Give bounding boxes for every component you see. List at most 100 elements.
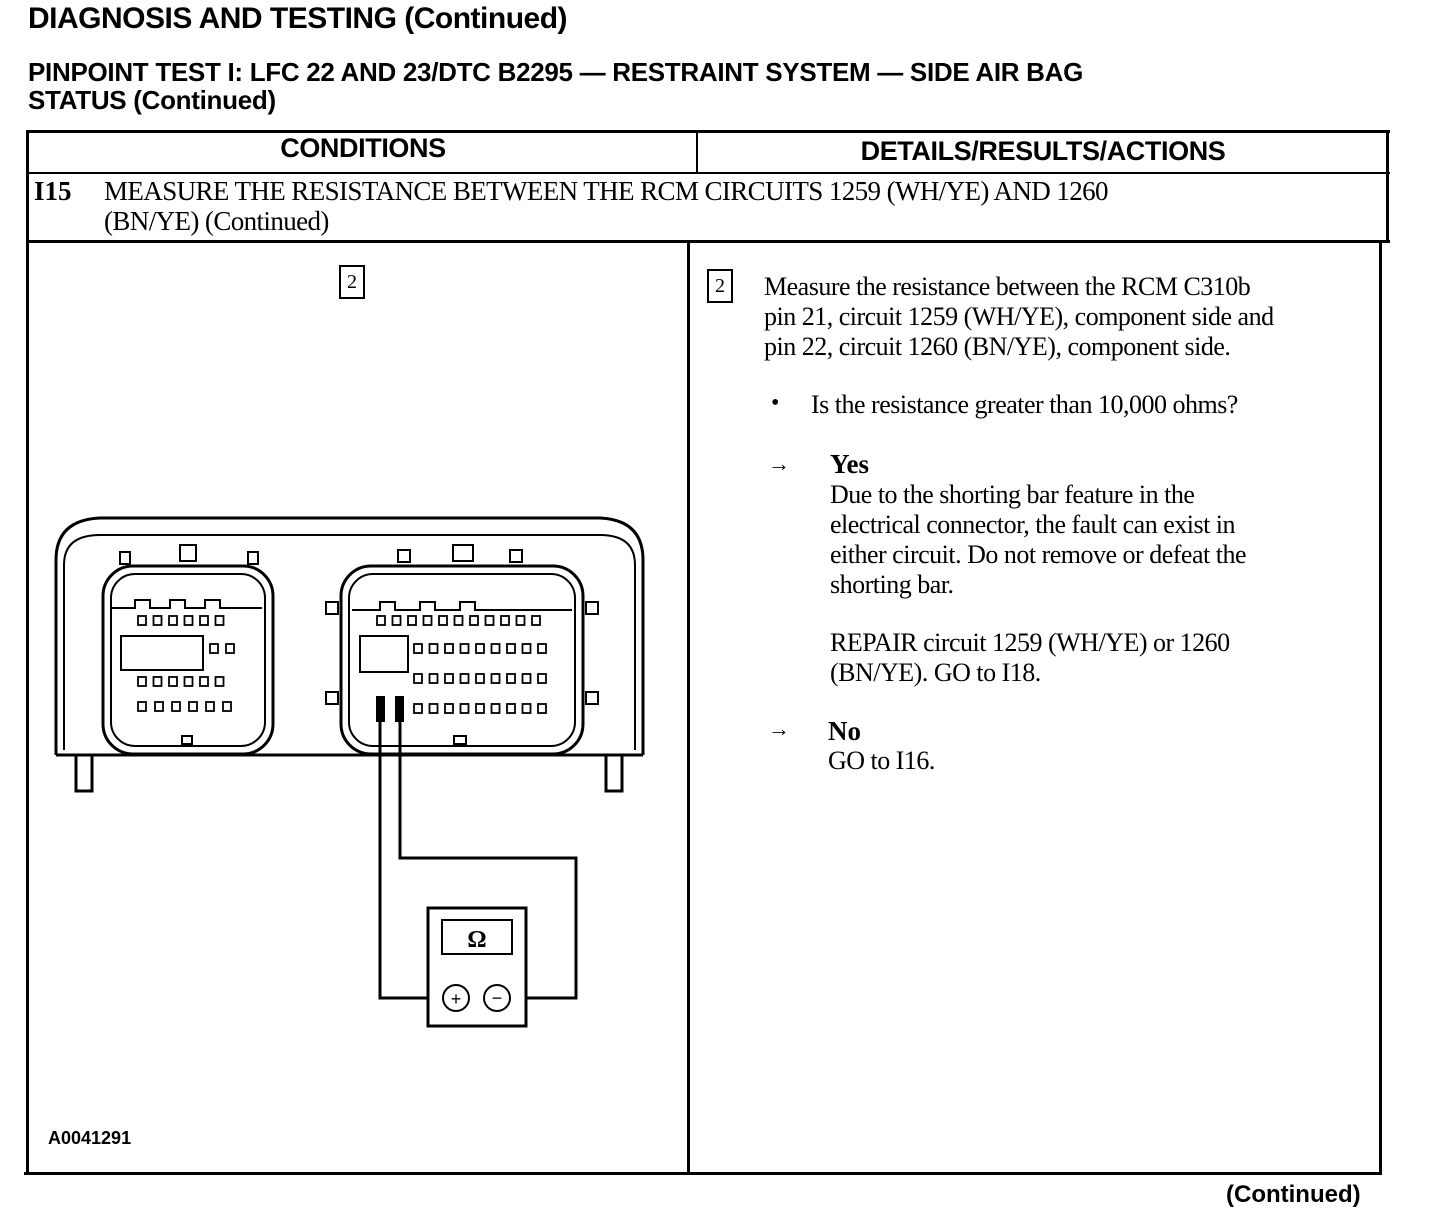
- connector-pin: [428, 643, 439, 654]
- minus-label: −: [492, 988, 503, 1008]
- connector-pin: [537, 703, 547, 714]
- connector-pin: [209, 643, 219, 654]
- yes-text-line: either circuit. Do not remove or defeat …: [830, 540, 1246, 569]
- connector-pin: [500, 615, 510, 626]
- minus-terminal: [483, 984, 511, 1012]
- yes-text-line: shorting bar.: [830, 570, 954, 599]
- no-label: No: [828, 716, 861, 746]
- plus-label: +: [451, 989, 462, 1009]
- connector-pin: [205, 701, 215, 712]
- connector-pin: [506, 673, 516, 684]
- connector-pin: [531, 615, 541, 626]
- repair-text-line: (BN/YE). GO to I18.: [830, 658, 1041, 687]
- connector-pin: [506, 643, 516, 654]
- continued-footer: (Continued): [1226, 1181, 1361, 1208]
- yes-arrow-icon: →: [768, 451, 790, 476]
- yes-text-line: Due to the shorting bar feature in the: [830, 480, 1195, 509]
- plus-terminal: [442, 984, 470, 1012]
- module-housing: [54, 516, 645, 755]
- connector-pin: [521, 643, 532, 654]
- connector-pin: [168, 615, 178, 626]
- rcm-connector-diagram: Ω + −: [54, 516, 645, 1028]
- connector-pin: [490, 703, 501, 714]
- step-number: I15: [34, 176, 72, 206]
- connector-pin: [475, 643, 485, 654]
- connector-pin: [137, 615, 147, 626]
- connector-pin: [453, 615, 464, 626]
- pinpoint-test-title: PINPOINT TEST I: LFC 22 AND 23/DTC B2295…: [28, 58, 1348, 114]
- figure-step-box: 2: [339, 265, 365, 299]
- connector-pin: [413, 643, 423, 654]
- connector-pin: [459, 673, 470, 684]
- connector-pin: [188, 701, 198, 712]
- details-header: DETAILS/RESULTS/ACTIONS: [860, 136, 1226, 166]
- connector-pin: [475, 673, 485, 684]
- yes-text-line: electrical connector, the fault can exis…: [830, 510, 1236, 539]
- instruction-line: pin 21, circuit 1259 (WH/YE), component …: [764, 302, 1274, 331]
- connector-pin: [391, 615, 402, 626]
- bullet-icon: •: [771, 390, 780, 416]
- connector-pin: [199, 676, 209, 687]
- question-text: Is the resistance greater than 10,000 oh…: [811, 390, 1238, 419]
- instruction-line: pin 22, circuit 1260 (BN/YE), component …: [764, 332, 1231, 361]
- connector-pin: [521, 703, 532, 714]
- ohmmeter: [426, 906, 528, 1028]
- ohm-symbol: Ω: [467, 927, 486, 953]
- connector-pin: [444, 643, 454, 654]
- connector-right: [325, 544, 599, 756]
- connector-pin: [137, 701, 147, 712]
- repair-text: REPAIR circuit 1259 (WH/YE) or 1260 (BN/…: [830, 628, 1350, 688]
- connector-pin: [459, 703, 470, 714]
- connector-left: [101, 544, 275, 756]
- connector-pin: [407, 615, 417, 626]
- probes: [376, 696, 404, 722]
- instruction-text: Measure the resistance between the RCM C…: [764, 272, 1384, 362]
- no-text: GO to I16.: [828, 746, 935, 775]
- connector-pin: [515, 615, 526, 626]
- connector-pin: [537, 643, 547, 654]
- connector-pin: [490, 673, 501, 684]
- connector-pin: [152, 615, 163, 626]
- document-title: DIAGNOSIS AND TESTING (Continued): [28, 2, 568, 35]
- connector-pin: [475, 703, 485, 714]
- connector-pin: [428, 673, 439, 684]
- connector-pin: [506, 703, 516, 714]
- instruction-line: Measure the resistance between the RCM C…: [764, 272, 1251, 301]
- test-leads: [378, 700, 578, 1000]
- connector-pin: [199, 615, 209, 626]
- connector-pin: [225, 643, 235, 654]
- connector-pin: [152, 676, 163, 687]
- step-title-line: MEASURE THE RESISTANCE BETWEEN THE RCM C…: [104, 176, 1109, 206]
- no-arrow-icon: →: [768, 716, 790, 741]
- connector-pin: [490, 643, 501, 654]
- connector-pin: [438, 615, 448, 626]
- yes-label: Yes: [830, 449, 869, 479]
- connector-pin: [459, 643, 470, 654]
- connector-pin: [214, 676, 225, 687]
- connector-pin: [444, 703, 454, 714]
- connector-pin: [484, 615, 495, 626]
- connector-pin: [444, 673, 454, 684]
- connector-pin: [413, 703, 423, 714]
- test-title-line: PINPOINT TEST I: LFC 22 AND 23/DTC B2295…: [28, 57, 1084, 87]
- yes-text: Due to the shorting bar feature in the e…: [830, 480, 1350, 600]
- action-step-box: 2: [707, 269, 733, 303]
- connector-pin: [168, 676, 178, 687]
- connector-pin: [376, 615, 386, 626]
- connector-pin: [154, 701, 164, 712]
- connector-pin: [413, 673, 423, 684]
- connector-pin: [428, 703, 439, 714]
- connector-pin: [469, 615, 479, 626]
- conditions-header: CONDITIONS: [280, 133, 446, 163]
- connector-pin: [183, 615, 194, 626]
- test-title-line: STATUS (Continued): [28, 85, 276, 115]
- step-title: MEASURE THE RESISTANCE BETWEEN THE RCM C…: [104, 176, 1364, 236]
- step-title-line: (BN/YE) (Continued): [104, 206, 329, 236]
- repair-text-line: REPAIR circuit 1259 (WH/YE) or 1260: [830, 628, 1230, 657]
- connector-pin: [171, 701, 181, 712]
- connector-pin: [537, 673, 547, 684]
- figure-id: A0041291: [48, 1128, 132, 1148]
- connector-pin: [137, 676, 147, 687]
- connector-pin: [222, 701, 232, 712]
- connector-pin: [183, 676, 194, 687]
